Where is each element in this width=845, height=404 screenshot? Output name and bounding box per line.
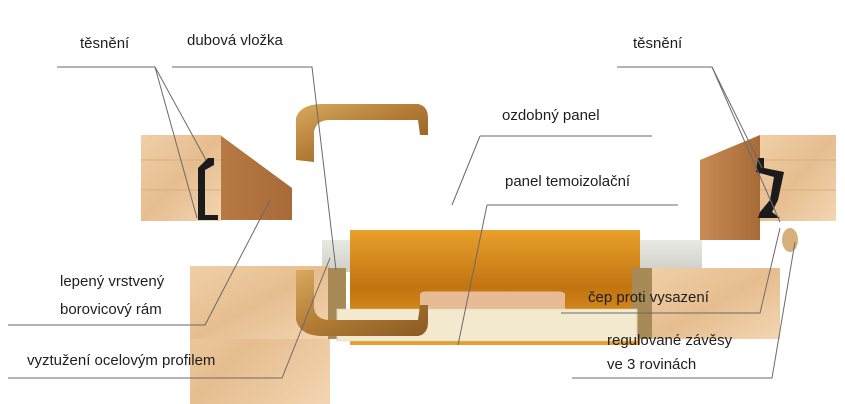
label-hinges-line2: ve 3 rovinách <box>607 356 696 373</box>
label-frame-line1: lepený vrstvený <box>60 273 165 290</box>
leader-lines <box>8 66 796 379</box>
label-thermal-panel: panel temoizolační <box>505 173 631 190</box>
label-steel-reinforcement: vyztužení ocelovým profilem <box>27 352 215 369</box>
label-decorative-panel: ozdobný panel <box>502 107 600 124</box>
right-door-frame <box>700 135 836 240</box>
right-door-stile <box>652 268 780 339</box>
left-seal <box>198 158 218 220</box>
label-seal-left: těsnění <box>80 35 130 52</box>
right-seal <box>756 158 784 218</box>
door-handle-top <box>296 104 428 162</box>
left-door-frame <box>141 135 292 221</box>
anti-lift-pin <box>782 228 798 252</box>
label-oak-insert: dubová vložka <box>187 32 284 49</box>
label-seal-right: těsnění <box>633 35 683 52</box>
label-anti-lift-pin: čep proti vysazení <box>588 289 710 306</box>
label-frame-line2: borovicový rám <box>60 301 162 318</box>
label-hinges-line1: regulované závěsy <box>607 332 733 349</box>
door-handle-bottom <box>296 270 428 336</box>
